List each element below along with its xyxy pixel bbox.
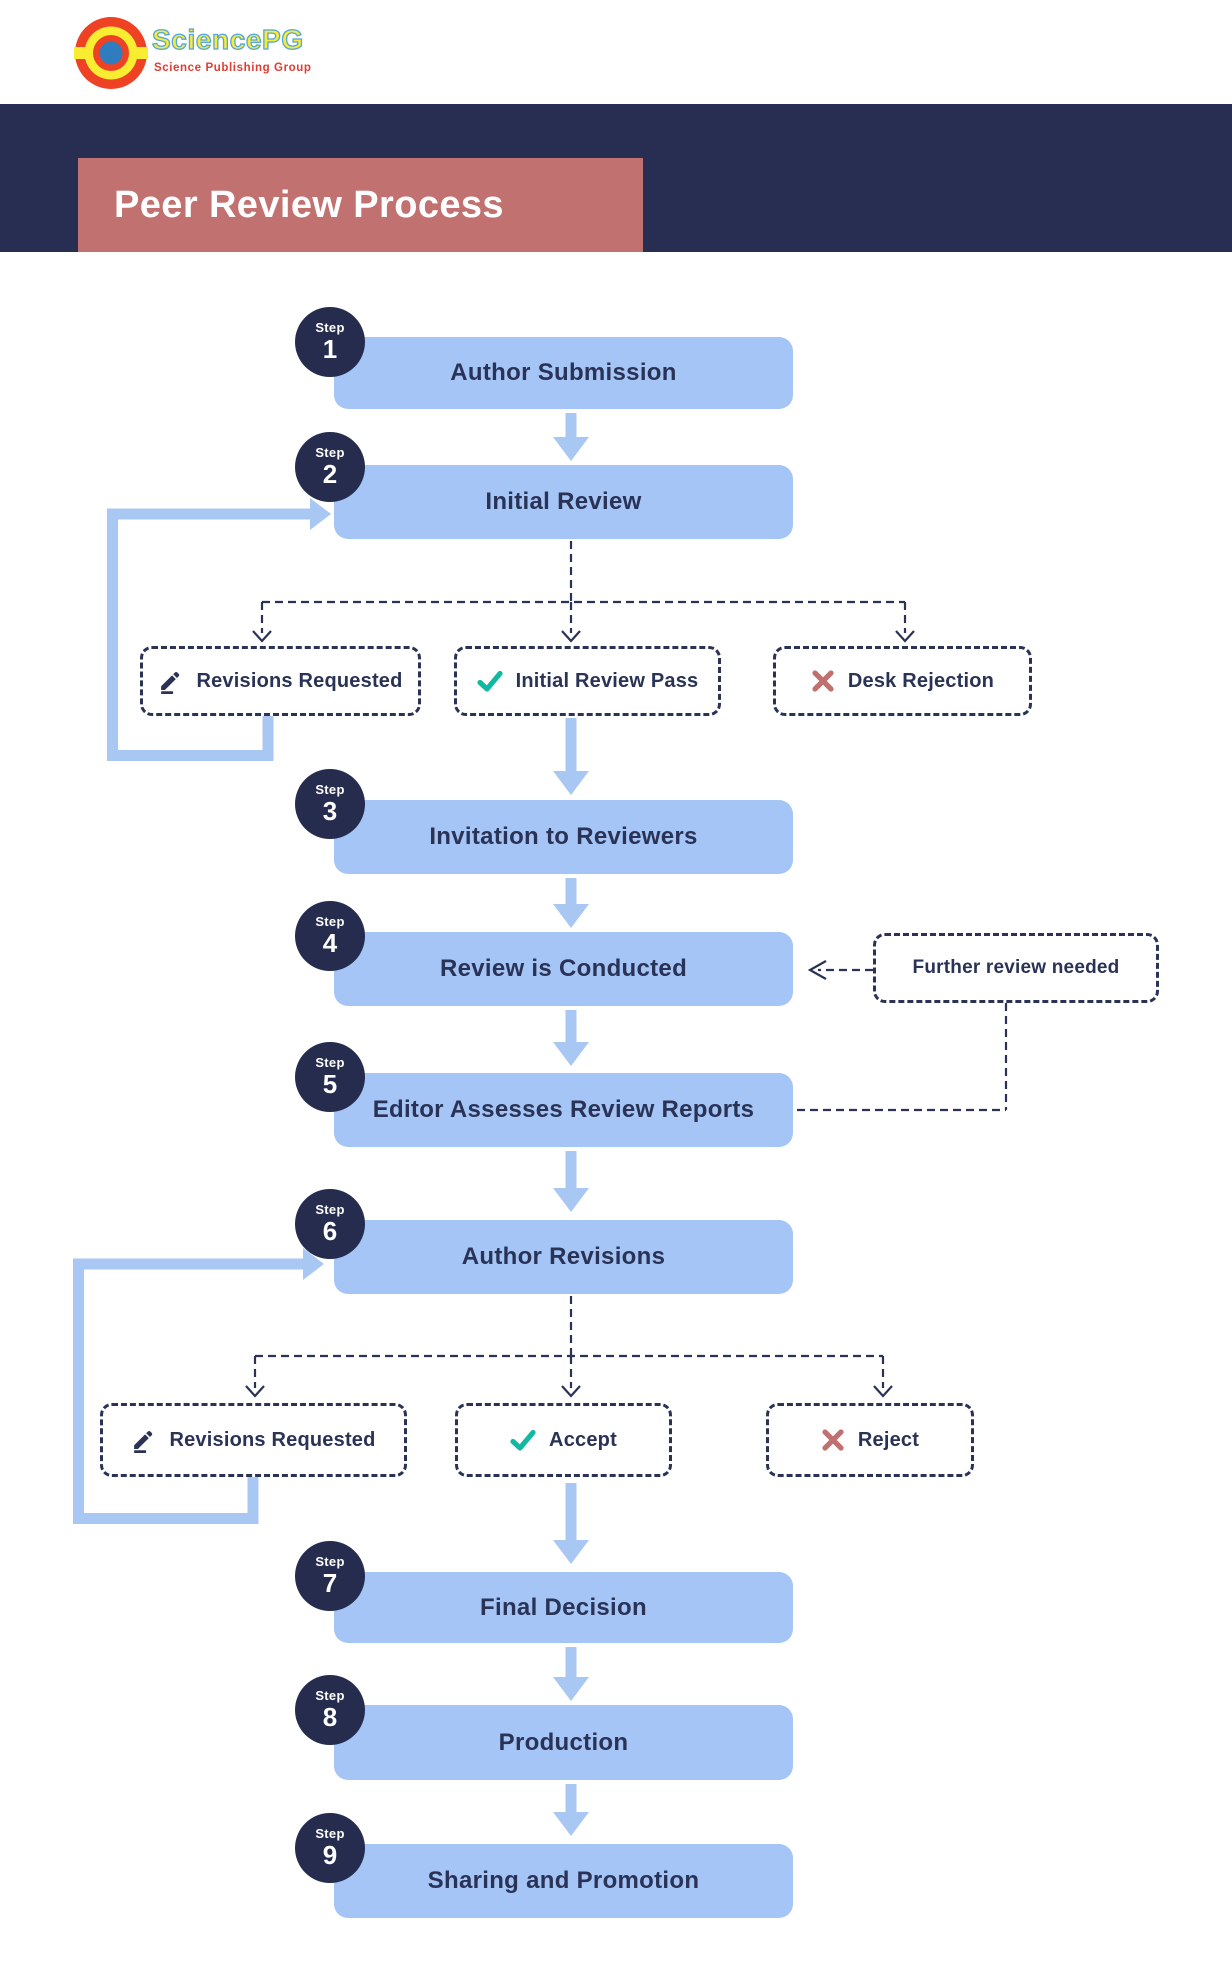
arrow-accept-step7 bbox=[553, 1483, 589, 1564]
revision-loop-2 bbox=[73, 1248, 324, 1524]
further-review-lines bbox=[797, 968, 1008, 1112]
further-review-arrowhead bbox=[807, 960, 827, 980]
step-word: Step bbox=[315, 1054, 345, 1070]
outcome-label: Desk Rejection bbox=[847, 669, 995, 692]
flow-box-editor-assesses: Editor Assesses Review Reports bbox=[334, 1073, 793, 1147]
page-title-box: Peer Review Process bbox=[78, 158, 643, 252]
step-word: Step bbox=[315, 1201, 345, 1217]
outcome-accept: Accept bbox=[455, 1403, 672, 1477]
step-word: Step bbox=[315, 1553, 345, 1569]
flow-box-label: Author Submission bbox=[450, 359, 677, 386]
step-number: 2 bbox=[322, 458, 338, 489]
check-icon bbox=[477, 669, 503, 693]
step-number: 8 bbox=[322, 1701, 338, 1732]
flow-box-sharing-promotion: Sharing and Promotion bbox=[334, 1844, 793, 1918]
note-label: Further review needed bbox=[912, 957, 1120, 978]
arrow-step3-step4 bbox=[553, 878, 589, 928]
arrow-pass-step3 bbox=[553, 718, 589, 795]
outcome-revisions-requested-1: Revisions Requested bbox=[140, 646, 421, 716]
flow-box-final-decision: Final Decision bbox=[334, 1572, 793, 1643]
flow-box-author-revisions: Author Revisions bbox=[334, 1220, 793, 1294]
step-word: Step bbox=[315, 1687, 345, 1703]
flow-box-label: Invitation to Reviewers bbox=[429, 823, 698, 850]
outcome-reject: Reject bbox=[766, 1403, 974, 1477]
outcome-desk-rejection: Desk Rejection bbox=[773, 646, 1032, 716]
flow-box-review-is-conducted: Review is Conducted bbox=[334, 932, 793, 1006]
x-icon bbox=[821, 1428, 845, 1452]
outcome-revisions-requested-2: Revisions Requested bbox=[100, 1403, 407, 1477]
step-word: Step bbox=[315, 444, 345, 460]
branch-arrowheads-final bbox=[245, 1385, 893, 1398]
step-number: 6 bbox=[322, 1215, 338, 1246]
check-icon bbox=[510, 1428, 536, 1452]
outcome-label: Initial Review Pass bbox=[515, 669, 699, 692]
pencil-icon bbox=[131, 1428, 156, 1453]
step-number: 1 bbox=[322, 333, 338, 364]
step-number: 4 bbox=[322, 927, 338, 958]
arrow-step1-step2 bbox=[553, 413, 589, 461]
flow-box-production: Production bbox=[334, 1705, 793, 1780]
brand-tagline: Science Publishing Group bbox=[154, 62, 312, 74]
flow-box-invitation-to-reviewers: Invitation to Reviewers bbox=[334, 800, 793, 874]
flow-box-author-submission: Author Submission bbox=[334, 337, 793, 409]
flow-box-label: Review is Conducted bbox=[439, 955, 688, 982]
note-further-review-needed: Further review needed bbox=[873, 933, 1159, 1003]
x-icon bbox=[811, 669, 835, 693]
step-word: Step bbox=[315, 913, 345, 929]
flow-box-initial-review: Initial Review bbox=[334, 465, 793, 539]
step-word: Step bbox=[315, 319, 345, 335]
branch-arrowheads-initial bbox=[252, 630, 915, 643]
down-arrows bbox=[553, 413, 589, 1836]
arrow-step8-step9 bbox=[553, 1784, 589, 1836]
arrow-step7-step8 bbox=[553, 1647, 589, 1701]
arrow-step4-step5 bbox=[553, 1010, 589, 1066]
branch-lines-final bbox=[253, 1296, 885, 1388]
flow-box-label: Author Revisions bbox=[461, 1243, 666, 1270]
outcome-initial-review-pass: Initial Review Pass bbox=[454, 646, 721, 716]
branch-lines-initial bbox=[260, 541, 907, 633]
top-bar: SciencePG Science Publishing Group bbox=[0, 0, 1232, 104]
brand-name: SciencePG bbox=[151, 23, 304, 55]
step-word: Step bbox=[315, 781, 345, 797]
step-number: 7 bbox=[322, 1567, 338, 1598]
sciencepg-logo-icon bbox=[74, 17, 148, 89]
flow-box-label: Production bbox=[498, 1728, 629, 1756]
flow-box-label: Final Decision bbox=[480, 1593, 647, 1621]
outcome-label: Revisions Requested bbox=[169, 1428, 376, 1451]
page-title: Peer Review Process bbox=[114, 183, 504, 226]
step-word: Step bbox=[315, 1825, 345, 1841]
revision-loop-1 bbox=[107, 498, 331, 761]
flow-box-label: Sharing and Promotion bbox=[427, 1867, 700, 1894]
pencil-icon bbox=[158, 669, 183, 694]
outcome-label: Accept bbox=[549, 1428, 617, 1451]
outcome-label: Revisions Requested bbox=[196, 669, 403, 692]
arrow-step5-step6 bbox=[553, 1151, 589, 1212]
step-number: 3 bbox=[322, 795, 338, 826]
flow-box-label: Initial Review bbox=[485, 488, 642, 515]
step-number: 5 bbox=[322, 1068, 338, 1099]
outcome-label: Reject bbox=[857, 1428, 920, 1451]
flow-box-label: Editor Assesses Review Reports bbox=[372, 1096, 755, 1123]
step-number: 9 bbox=[322, 1839, 338, 1870]
